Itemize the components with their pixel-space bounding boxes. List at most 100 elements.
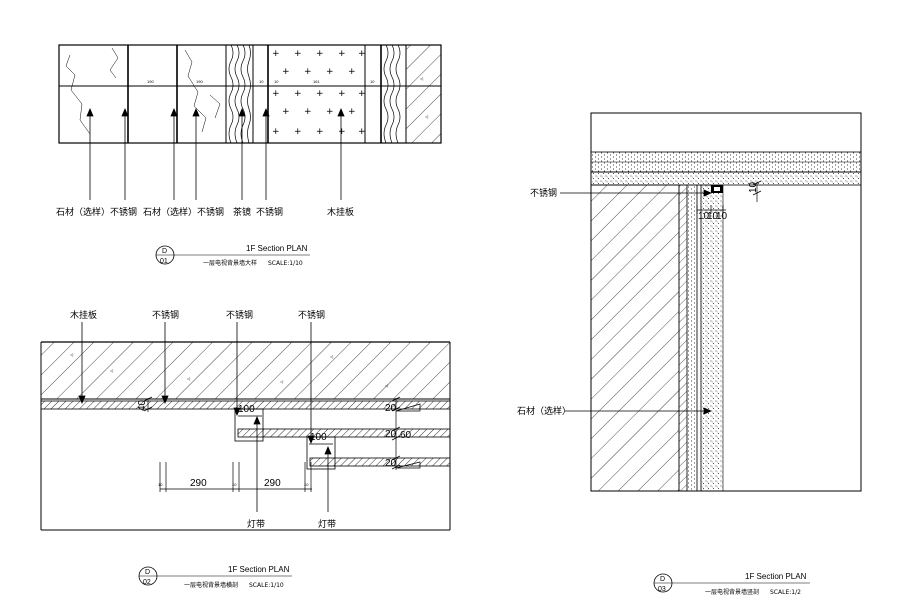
d02-scale: SCALE:1/10 (249, 582, 284, 589)
d01-label-tea-mirror: 茶镜 (233, 206, 251, 218)
wood-panel-fill (383, 44, 401, 144)
detail-d03: 不锈钢 石材（选样） 10 10 10 10 D 03 1F Section P… (517, 112, 862, 596)
svg-text:◁: ◁ (110, 368, 114, 373)
d01-label-stone-2: 石材（选样） (143, 206, 197, 218)
plus-mark: + (304, 107, 312, 117)
stone-vein (184, 49, 207, 133)
d01-label-stone-1: 石材（选样） (56, 206, 110, 218)
d01-dim-2: 190 (196, 79, 203, 84)
d01-label-wood-panel: 木挂板 (327, 206, 354, 218)
plus-mark: + (358, 49, 366, 59)
plus-mark: + (348, 67, 356, 77)
d03-title: 1F Section PLAN (745, 572, 807, 581)
svg-text:D: D (162, 248, 167, 255)
d03-label-stone: 石材（选样） (517, 405, 571, 417)
d02-label-light-2: 灯带 (318, 519, 336, 530)
plus-mark: + (358, 127, 366, 137)
d01-leaders (86, 107, 345, 200)
plus-mark: + (294, 89, 302, 99)
d02-dim-10-c: 10 (304, 482, 309, 487)
d03-label-steel: 不锈钢 (530, 187, 557, 199)
d02-dim-10-b: 10 (232, 482, 237, 487)
d01-dim-6: 10 (370, 79, 375, 84)
d01-outline (58, 44, 442, 144)
d02-dimension-lines (143, 396, 401, 492)
d02-steel-strip-1 (237, 428, 451, 438)
d03-dim-10-vertical: 10 (748, 181, 759, 193)
d02-dim-100-b: 100 (310, 432, 327, 443)
plus-mark: + (316, 49, 324, 59)
plus-mark: + (272, 127, 280, 137)
d03-leaders (560, 189, 713, 415)
svg-text:◁: ◁ (330, 354, 334, 359)
d02-dim-10-a: 10 (158, 482, 163, 487)
svg-text:◁: ◁ (385, 383, 389, 388)
d01-label-steel-2: 不锈钢 (197, 206, 224, 218)
svg-text:◁: ◁ (420, 76, 424, 81)
d02-label-light-1: 灯带 (247, 519, 265, 530)
svg-text:02: 02 (143, 579, 151, 586)
d02-dim-20-c: 20 (385, 458, 397, 469)
d03-subtitle: 一层电视背景墙竖剖 (705, 588, 759, 596)
plus-mark: + (294, 49, 302, 59)
d03-layer-1 (678, 184, 688, 492)
plus-mark: + (348, 107, 356, 117)
svg-text:◁: ◁ (70, 352, 74, 357)
detail-d02: ◁ ◁ ◁ ◁ ◁ ◁ 木挂板 不锈钢 不锈钢 不锈钢 灯带 (40, 309, 451, 589)
d02-label-steel-1: 不锈钢 (152, 309, 179, 321)
d02-dim-290-a: 290 (190, 478, 207, 489)
d03-stone-hatch (590, 184, 680, 492)
d01-dim-1: 190 (147, 79, 154, 84)
plus-mark: + (282, 107, 290, 117)
d02-concrete-hatch (41, 342, 450, 399)
svg-text:◁: ◁ (187, 376, 191, 381)
d03-scale: SCALE:1/2 (770, 589, 801, 596)
d02-dim-20-b: 20 (385, 429, 397, 440)
plus-mark: + (316, 89, 324, 99)
tea-mirror-fill (228, 44, 251, 144)
d02-dim-60: 60 (400, 430, 412, 441)
plus-mark: + (338, 127, 346, 137)
d02-label-steel-3: 不锈钢 (298, 309, 325, 321)
detail-d01: +++++++++++++++++++++++ ◁ ◁ 190 190 10 1… (56, 44, 442, 267)
d02-title-block: D 02 1F Section PLAN 一层电视背景墙横剖 SCALE:1/1… (138, 565, 292, 589)
d03-mid-board (590, 171, 862, 186)
d02-label-wood-panel: 木挂板 (70, 309, 97, 321)
plus-mark: + (338, 89, 346, 99)
d01-label-steel-1: 不锈钢 (110, 206, 137, 218)
plus-mark: + (326, 107, 334, 117)
plus-mark: + (272, 49, 280, 59)
d02-title: 1F Section PLAN (228, 565, 290, 574)
d03-dim-10-c: 10 (716, 211, 728, 222)
plus-mark: + (294, 127, 302, 137)
d03-layer-4 (700, 184, 724, 492)
d01-dim-5: 161 (313, 79, 320, 84)
plus-mark: + (304, 67, 312, 77)
plus-mark: + (358, 89, 366, 99)
d02-steel-strip-2 (309, 457, 451, 467)
stone-vein (109, 47, 119, 79)
plus-mark: + (316, 127, 324, 137)
stone-vein (65, 54, 91, 135)
plus-mark: + (338, 49, 346, 59)
svg-text:◁: ◁ (280, 379, 284, 384)
d01-dim-3: 10 (259, 79, 264, 84)
plus-mark: + (326, 67, 334, 77)
svg-text:03: 03 (658, 586, 666, 593)
d01-title-block: D 01 1F Section PLAN 一层电视背景墙大样 SCALE:1/1… (155, 244, 310, 267)
d03-dim-10-a: 10 (698, 211, 710, 222)
d01-label-steel-3: 不锈钢 (256, 206, 283, 218)
d02-leaders (78, 322, 332, 512)
d02-subtitle: 一层电视背景墙横剖 (184, 581, 238, 589)
d02-dim-40: 40 (137, 399, 148, 411)
d02-label-steel-2: 不锈钢 (226, 309, 253, 321)
d01-dim-4: 10 (274, 79, 279, 84)
d02-dim-100-a: 100 (238, 404, 255, 415)
concrete-hatch (406, 45, 441, 143)
d03-layer-2 (686, 184, 698, 492)
d03-title-block: D 03 1F Section PLAN 一层电视背景墙竖剖 SCALE:1/2 (653, 572, 810, 596)
plus-mark: + (272, 89, 280, 99)
d01-subtitle: 一层电视背景墙大样 (203, 259, 257, 267)
d02-dim-290-b: 290 (264, 478, 281, 489)
